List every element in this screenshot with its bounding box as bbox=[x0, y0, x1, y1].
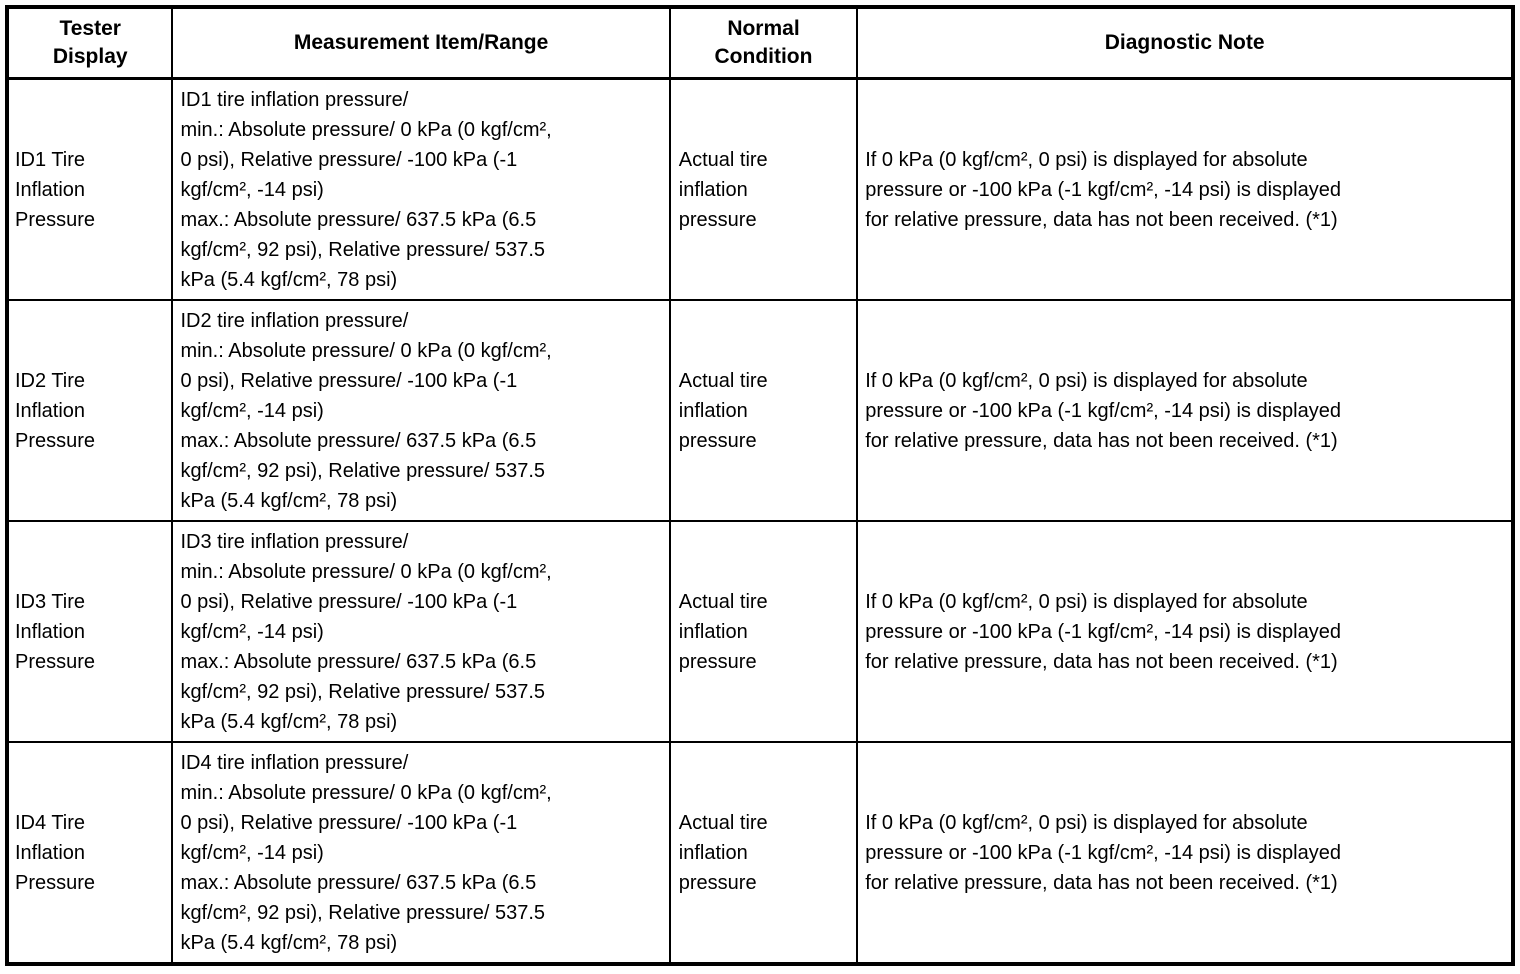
cell-tester-display: ID3 Tire Inflation Pressure bbox=[5, 520, 174, 743]
column-header-tester-display: Tester Display bbox=[5, 6, 174, 80]
table-row-id3: ID3 Tire Inflation Pressure ID3 tire inf… bbox=[5, 520, 1514, 743]
cell-diagnostic-note: If 0 kPa (0 kgf/cm², 0 psi) is displayed… bbox=[856, 520, 1514, 743]
cell-tester-display: ID1 Tire Inflation Pressure bbox=[5, 77, 174, 301]
table-row-id4: ID4 Tire Inflation Pressure ID4 tire inf… bbox=[5, 741, 1514, 965]
cell-diagnostic-note: If 0 kPa (0 kgf/cm², 0 psi) is displayed… bbox=[856, 77, 1514, 301]
cell-normal-condition: Actual tire inflation pressure bbox=[668, 77, 859, 301]
cell-normal-condition: Actual tire inflation pressure bbox=[668, 520, 859, 743]
diagnostic-data-table: Tester Display Measurement Item/Range No… bbox=[5, 5, 1515, 966]
table-row-id2: ID2 Tire Inflation Pressure ID2 tire inf… bbox=[5, 299, 1514, 522]
column-header-measurement-item-range: Measurement Item/Range bbox=[171, 6, 671, 80]
cell-measurement-item-range: ID3 tire inflation pressure/ min.: Absol… bbox=[171, 520, 671, 743]
cell-measurement-item-range: ID4 tire inflation pressure/ min.: Absol… bbox=[171, 741, 671, 965]
column-header-normal-condition: Normal Condition bbox=[668, 6, 859, 80]
table-row-id1: ID1 Tire Inflation Pressure ID1 tire inf… bbox=[5, 77, 1514, 301]
cell-measurement-item-range: ID2 tire inflation pressure/ min.: Absol… bbox=[171, 299, 671, 522]
cell-normal-condition: Actual tire inflation pressure bbox=[668, 299, 859, 522]
cell-tester-display: ID4 Tire Inflation Pressure bbox=[5, 741, 174, 965]
cell-diagnostic-note: If 0 kPa (0 kgf/cm², 0 psi) is displayed… bbox=[856, 741, 1514, 965]
cell-tester-display: ID2 Tire Inflation Pressure bbox=[5, 299, 174, 522]
cell-diagnostic-note: If 0 kPa (0 kgf/cm², 0 psi) is displayed… bbox=[856, 299, 1514, 522]
cell-measurement-item-range: ID1 tire inflation pressure/ min.: Absol… bbox=[171, 77, 671, 301]
header-row: Tester Display Measurement Item/Range No… bbox=[5, 6, 1514, 80]
column-header-diagnostic-note: Diagnostic Note bbox=[856, 6, 1514, 80]
cell-normal-condition: Actual tire inflation pressure bbox=[668, 741, 859, 965]
